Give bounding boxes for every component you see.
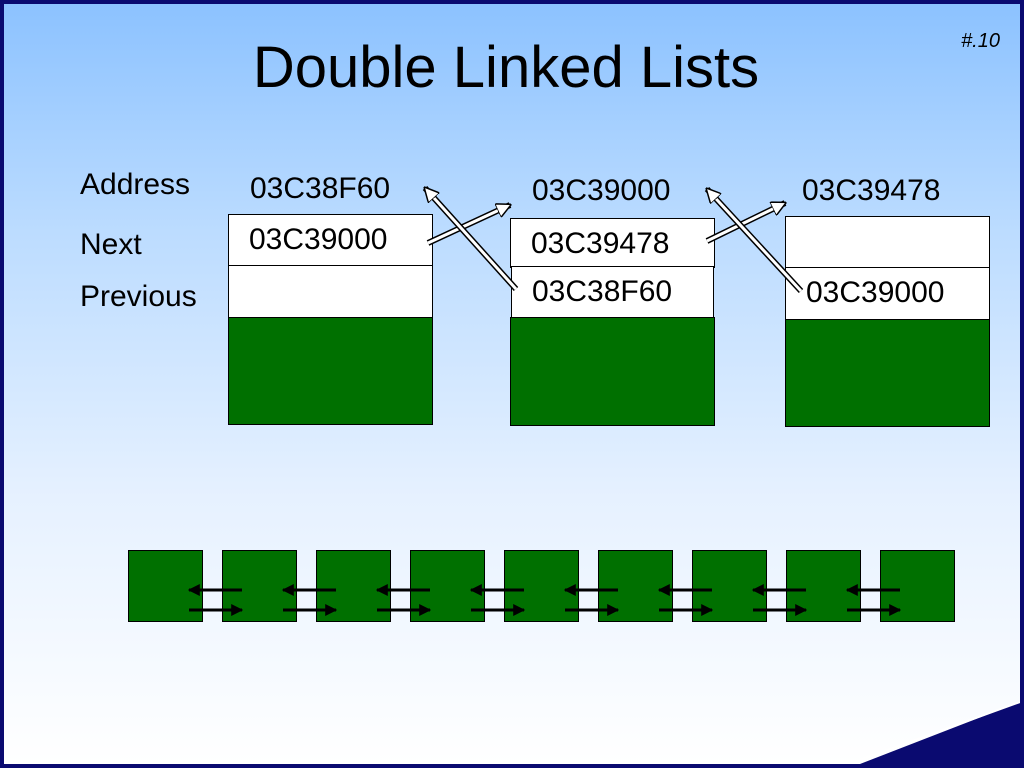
node-2-next-field: 03C39478: [510, 218, 715, 268]
next-pointer-arrow-2: [706, 203, 785, 243]
node-3-next-field: [785, 216, 990, 268]
previous-pointer-arrow-1: [425, 188, 518, 291]
chain-link-arrows: [187, 584, 902, 616]
node-1-data-block: [228, 317, 433, 425]
node-3-previous-field: 03C39000: [785, 267, 990, 320]
previous-pointer-arrow-2: [707, 189, 803, 293]
next-label: Next: [80, 228, 142, 261]
node-2-address: 03C39000: [532, 174, 671, 207]
corner-decoration: [860, 702, 1020, 764]
node-1-address: 03C38F60: [250, 172, 391, 205]
next-pointer-arrow-1: [427, 205, 510, 245]
node-2-data-block: [510, 317, 715, 426]
node-1-previous-field: [228, 265, 433, 318]
address-label: Address: [80, 168, 191, 201]
page-number: #.10: [961, 30, 1000, 52]
node-3-data-block: [785, 319, 990, 427]
previous-label: Previous: [80, 280, 197, 313]
node-1-next-field: 03C39000: [228, 214, 433, 266]
pointer-arrows: [422, 4, 804, 294]
slide-title: Double Linked Lists: [252, 35, 760, 100]
node-3-address: 03C39478: [802, 174, 941, 207]
